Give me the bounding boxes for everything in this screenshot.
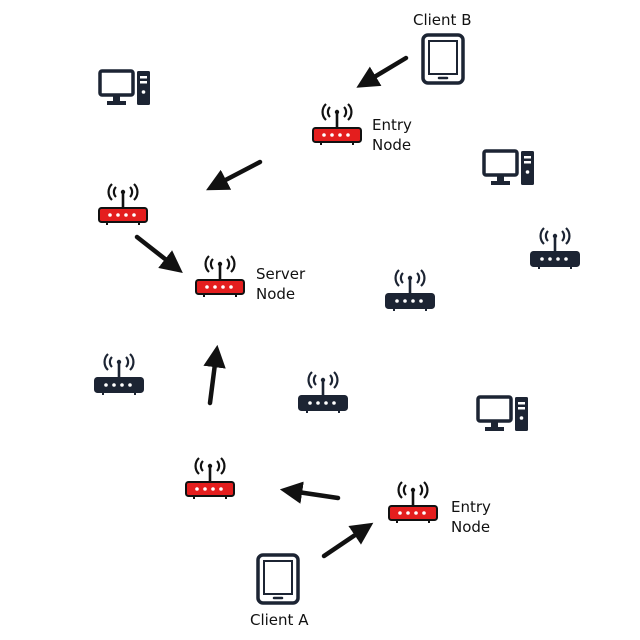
server-node-label-line2: Node (256, 285, 296, 303)
arrow-icon (134, 234, 183, 273)
server-node-label-line1: Server (256, 265, 306, 283)
entry-node-top-label: Entry Node (372, 115, 412, 155)
client-a-tablet-icon (256, 553, 300, 605)
desktop-computer-icon (482, 149, 536, 187)
entry-node-bottom-label-line1: Entry (451, 498, 491, 516)
desktop-computer-icon (98, 69, 152, 107)
idle-router-icon (384, 268, 436, 313)
client-b-label: Client B (413, 11, 472, 29)
entry-node-bottom-label-line2: Node (451, 518, 491, 536)
relay-router-icon (97, 182, 149, 227)
idle-router-icon (93, 352, 145, 397)
arrow-icon (203, 344, 226, 406)
desktop-computer-icon (476, 395, 530, 433)
entry-node-top-label-line1: Entry (372, 116, 412, 134)
server-node-router-icon (194, 254, 246, 299)
entry-node-bottom-label: Entry Node (451, 497, 491, 537)
entry-node-top-label-line2: Node (372, 136, 412, 154)
arrow-icon (321, 522, 374, 559)
entry-node-bottom-router-icon (387, 480, 439, 525)
arrow-icon (206, 159, 263, 191)
idle-router-icon (529, 226, 581, 271)
idle-router-icon (297, 370, 349, 415)
client-b-tablet-icon (421, 33, 465, 85)
server-node-label: Server Node (256, 264, 305, 304)
arrow-icon (356, 55, 409, 88)
arrow-icon (279, 481, 341, 504)
entry-node-top-router-icon (311, 102, 363, 147)
relay-router-icon (184, 456, 236, 501)
client-a-label: Client A (250, 611, 309, 629)
